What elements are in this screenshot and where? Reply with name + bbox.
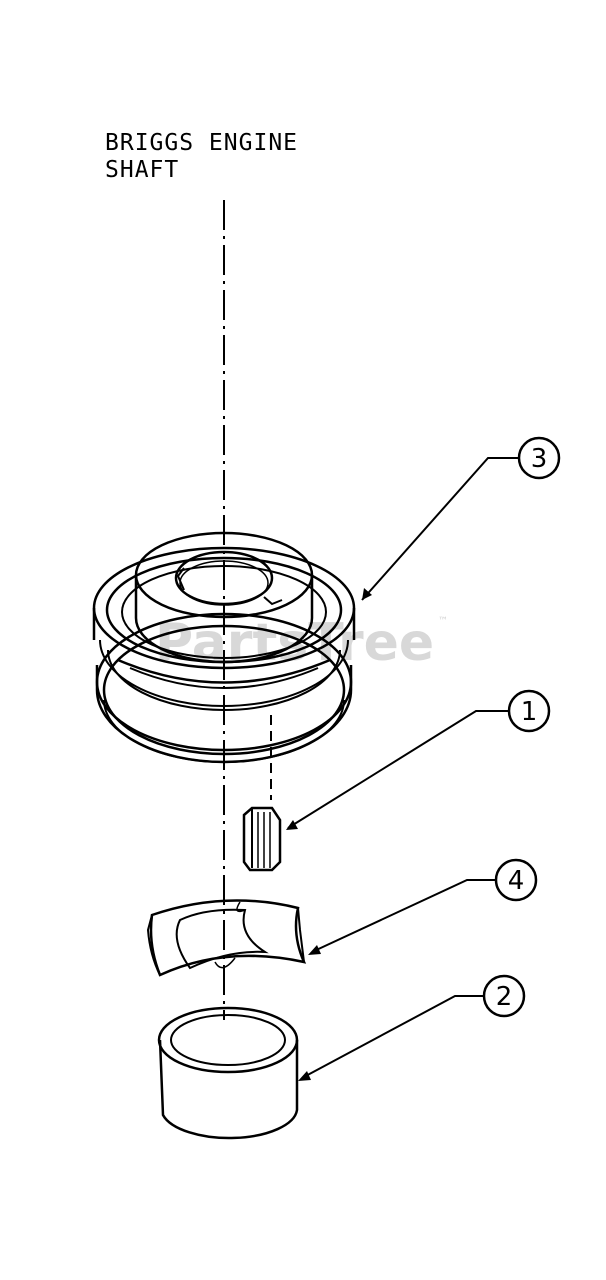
svg-text:2: 2	[496, 982, 513, 1012]
svg-text:™: ™	[438, 616, 448, 627]
spacer-washer	[146, 899, 307, 977]
svg-text:1: 1	[521, 697, 538, 727]
svg-text:4: 4	[508, 866, 525, 896]
callout-3: 3	[361, 436, 561, 601]
callout-4: 4	[308, 858, 538, 955]
shaft-label-line2: SHAFT	[105, 157, 179, 183]
svg-text:3: 3	[531, 444, 548, 474]
bushing	[157, 1006, 299, 1140]
pulley	[92, 531, 356, 800]
shaft-label-line1: BRIGGS ENGINE	[105, 130, 298, 156]
callout-2: 2	[298, 974, 526, 1081]
callout-1: 1	[286, 689, 551, 830]
key	[242, 806, 282, 872]
